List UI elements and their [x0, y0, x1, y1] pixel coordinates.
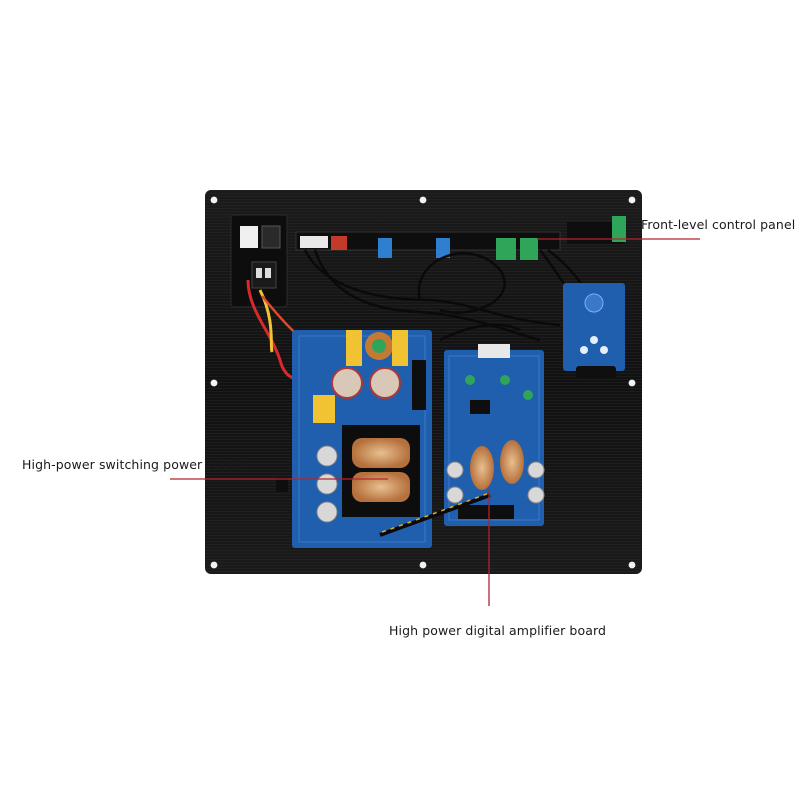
mounting-holes	[210, 196, 636, 569]
front-panel-board	[295, 216, 626, 260]
power-inlet	[230, 214, 288, 308]
control-board	[563, 283, 625, 378]
power-supply-board	[276, 330, 432, 548]
speaker-cable	[379, 491, 493, 537]
front-panel-label: Front-level control panel	[641, 217, 796, 232]
amplifier-board	[444, 344, 545, 526]
amplifier-label: High power digital amplifier board	[389, 623, 607, 638]
power-supply-label: High-power switching power supply	[22, 457, 249, 472]
callout-lines	[170, 238, 700, 606]
signal-cables	[303, 248, 602, 342]
